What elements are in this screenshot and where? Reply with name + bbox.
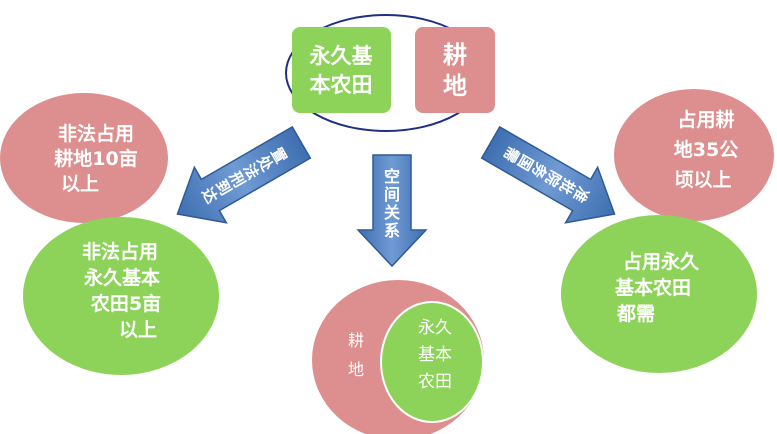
top-pink-box [415,27,495,113]
left-green-ellipse [23,217,219,375]
left-pink-ellipse [0,93,168,223]
top-pink-line-1: 耕 [443,41,467,69]
left-green-line-1: 非法占用 [82,240,158,263]
right-pink-line-3: 顷以上 [674,169,731,191]
center-arrow-char-3: 关 [384,203,400,222]
right-pink-line-1: 占用耕 [677,108,734,131]
venn-inner-line-2: 基本 [418,345,452,365]
right-pink-line-2: 地35公 [674,138,738,161]
right-green-ellipse [561,215,757,373]
center-arrow-char-1: 空 [384,167,400,186]
top-green-line-2: 本农田 [310,73,373,97]
center-arrow-char-4: 系 [384,221,400,240]
right-diagonal-arrow [480,125,616,224]
venn-outer-line-1: 耕 [348,331,364,350]
left-green-line-4: 以上 [119,319,157,341]
venn-outer-line-2: 地 [348,360,364,379]
right-green-line-1: 占用永久 [623,250,700,273]
right-green-line-2: 基本农田 [614,276,691,299]
left-green-line-2: 永久基本 [83,266,160,289]
right-pink-ellipse [614,89,774,221]
venn-inner-line-1: 永久 [418,318,452,338]
left-green-line-3: 农田5亩 [90,292,161,315]
center-down-arrow [356,154,428,268]
right-green-line-3: 都需 [616,303,655,325]
top-pink-line-2: 地 [443,72,467,100]
left-pink-line-1: 非法占用 [58,122,134,145]
top-green-box [292,27,391,113]
venn-inner-ellipse [380,301,484,423]
top-green-line-1: 永久基 [309,44,374,68]
center-arrow-char-2: 间 [384,185,400,204]
left-pink-line-3: 以上 [61,173,99,195]
left-pink-line-2: 耕地10亩 [54,147,137,170]
venn-inner-line-3: 农田 [418,372,452,392]
left-diagonal-arrow [176,125,312,224]
